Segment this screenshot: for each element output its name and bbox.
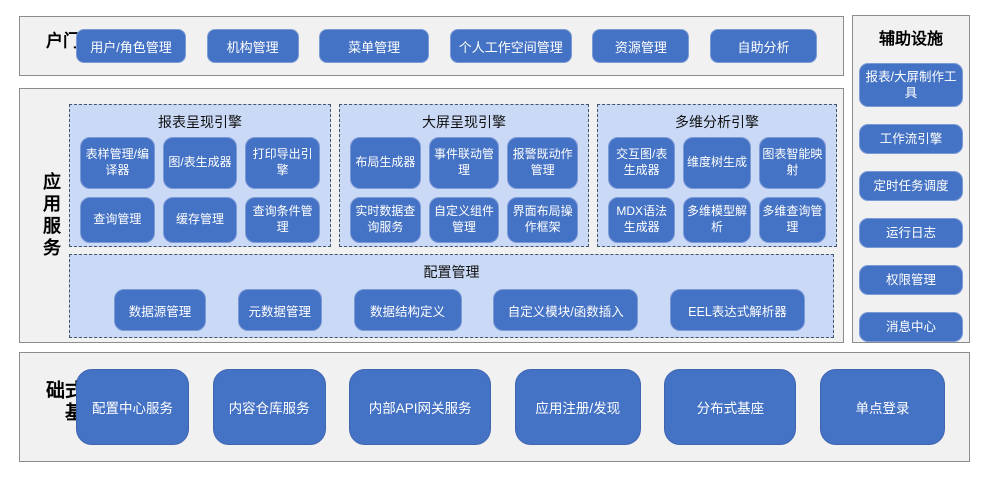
engine-groups-row: 报表呈现引擎 表样管理/编译器 图/表生成器 打印导出引擎 查询管理 缓存管理 … <box>69 104 837 247</box>
node-event-linkage-mgmt: 事件联动管理 <box>428 137 500 189</box>
node-report-bigscreen-authoring-tool: 报表/大屏制作工具 <box>859 63 963 107</box>
group-grid: 表样管理/编译器 图/表生成器 打印导出引擎 查询管理 缓存管理 查询条件管理 <box>80 137 320 243</box>
node-cache-mgmt: 缓存管理 <box>162 197 238 243</box>
node-query-mgmt: 查询管理 <box>80 197 155 243</box>
portal-item-resource-mgmt: 资源管理 <box>592 29 690 63</box>
node-multidim-model-parsing: 多维模型解析 <box>683 197 751 243</box>
auxiliary-button-column: 报表/大屏制作工具 工作流引擎 定时任务调度 运行日志 权限管理 消息中心 <box>853 63 969 342</box>
portal-button-row: 用户/角色管理 机构管理 菜单管理 个人工作空间管理 资源管理 自助分析 <box>76 29 817 63</box>
auxiliary-section-title: 辅助设施 <box>878 31 943 48</box>
group-grid: 布局生成器 事件联动管理 报警既动作管理 实时数据查询服务 自定义组件管理 界面… <box>350 137 578 243</box>
distributed-button-row: 配置中心服务 内容仓库服务 内部API网关服务 应用注册/发现 分布式基座 单点… <box>76 353 945 461</box>
node-content-repo-service: 内容仓库服务 <box>212 369 326 445</box>
node-custom-component-mgmt: 自定义组件管理 <box>428 197 500 243</box>
group-grid: 交互图/表生成器 维度树生成 图表智能映射 MDX语法生成器 多维模型解析 多维… <box>608 137 826 243</box>
node-permission-mgmt: 权限管理 <box>859 265 963 295</box>
auxiliary-section: 辅助设施 报表/大屏制作工具 工作流引擎 定时任务调度 运行日志 权限管理 消息… <box>852 15 970 343</box>
node-metadata-mgmt: 元数据管理 <box>237 289 322 331</box>
node-interactive-chart-generator: 交互图/表生成器 <box>608 137 676 189</box>
node-realtime-data-query-service: 实时数据查询服务 <box>350 197 421 243</box>
node-datasource-mgmt: 数据源管理 <box>114 289 206 331</box>
node-app-register-discovery: 应用注册/发现 <box>514 369 641 445</box>
portal-item-personal-workspace-mgmt: 个人工作空间管理 <box>449 29 572 63</box>
group-config-mgmt: 配置管理 数据源管理 元数据管理 数据结构定义 自定义模块/函数插入 EEL表达… <box>69 254 834 338</box>
node-print-export-engine: 打印导出引擎 <box>245 137 320 189</box>
node-multidim-query-mgmt: 多维查询管理 <box>758 197 826 243</box>
node-run-logs: 运行日志 <box>859 218 963 248</box>
portal-item-menu-mgmt: 菜单管理 <box>319 29 430 63</box>
group-title: 配置管理 <box>423 264 480 280</box>
node-scheduled-task-dispatch: 定时任务调度 <box>859 171 963 201</box>
node-alarm-action-mgmt: 报警既动作管理 <box>507 137 578 189</box>
group-title: 报表呈现引擎 <box>158 114 242 130</box>
group-title: 多维分析引擎 <box>675 114 759 130</box>
node-data-structure-definition: 数据结构定义 <box>353 289 462 331</box>
group-title: 大屏呈现引擎 <box>422 114 506 130</box>
node-eel-expression-parser: EEL表达式解析器 <box>670 289 805 331</box>
node-single-sign-on: 单点登录 <box>819 369 945 445</box>
portal-item-user-role-mgmt: 用户/角色管理 <box>76 29 186 63</box>
group-olap-engine: 多维分析引擎 交互图/表生成器 维度树生成 图表智能映射 MDX语法生成器 多维… <box>597 104 837 247</box>
node-dimension-tree-generation: 维度树生成 <box>683 137 751 189</box>
app-services-section-label: 应用服务 <box>41 171 61 260</box>
node-sheet-mgmt-compiler: 表样管理/编译器 <box>80 137 155 189</box>
node-layout-generator: 布局生成器 <box>350 137 421 189</box>
distributed-foundation-section: 分布式基础 配置中心服务 内容仓库服务 内部API网关服务 应用注册/发现 分布… <box>19 352 970 462</box>
portal-section-label: 门户 <box>43 31 79 51</box>
group-report-render-engine: 报表呈现引擎 表样管理/编译器 图/表生成器 打印导出引擎 查询管理 缓存管理 … <box>69 104 331 247</box>
node-chart-smart-mapping: 图表智能映射 <box>758 137 826 189</box>
config-button-row: 数据源管理 元数据管理 数据结构定义 自定义模块/函数插入 EEL表达式解析器 <box>70 289 833 331</box>
node-message-center: 消息中心 <box>859 312 963 342</box>
portal-item-org-mgmt: 机构管理 <box>206 29 299 63</box>
node-ui-layout-framework: 界面布局操作框架 <box>507 197 578 243</box>
node-mdx-syntax-generator: MDX语法生成器 <box>608 197 676 243</box>
portal-section: 门户 用户/角色管理 机构管理 菜单管理 个人工作空间管理 资源管理 自助分析 <box>19 16 844 76</box>
node-distributed-base: 分布式基座 <box>664 369 797 445</box>
node-internal-api-gateway-service: 内部API网关服务 <box>349 369 492 445</box>
node-config-center-service: 配置中心服务 <box>76 369 189 445</box>
node-workflow-engine: 工作流引擎 <box>859 124 963 154</box>
node-custom-module-function-insert: 自定义模块/函数插入 <box>493 289 639 331</box>
portal-item-self-service-analysis: 自助分析 <box>709 29 817 63</box>
node-chart-table-generator: 图/表生成器 <box>162 137 238 189</box>
group-bigscreen-render-engine: 大屏呈现引擎 布局生成器 事件联动管理 报警既动作管理 实时数据查询服务 自定义… <box>339 104 589 247</box>
app-services-section: 应用服务 报表呈现引擎 表样管理/编译器 图/表生成器 打印导出引擎 查询管理 … <box>19 88 844 343</box>
node-query-condition-mgmt: 查询条件管理 <box>245 197 320 243</box>
